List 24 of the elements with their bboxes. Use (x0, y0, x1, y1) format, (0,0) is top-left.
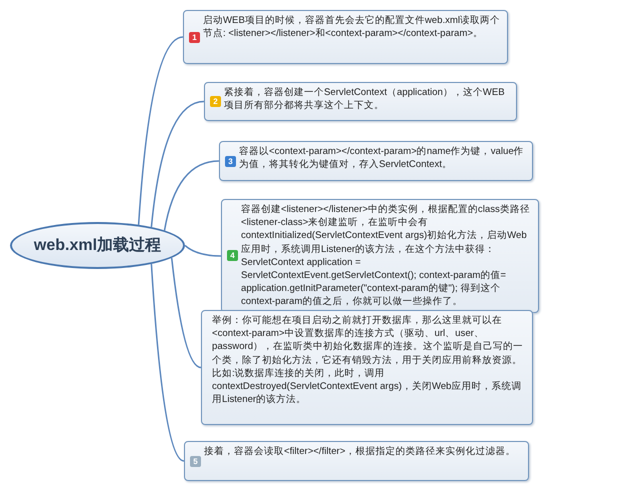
connector-line (164, 160, 220, 231)
note-box (201, 310, 533, 425)
connector-line (150, 100, 204, 228)
note-text: 接着，容器会读取<filter></filter>，根据指定的类路径来实例化过滤器。 (204, 445, 516, 458)
note-box (184, 441, 529, 481)
note-text: 举例：你可能想在项目启动之前就打开数据库，那么这里就可以在<context-param>中设置数据库的连接方式（驱动、url、user、password），在监听类中初始化数据库的连接。这个监听是自己写的一个类，除了初始化方法，它还有销毁方法，用于关闭应用前释放资源。比如:说数据库连接的关闭，此时，调用contextDestroyed(ServletContextEvent args)，关闭Web应用时，系统调用Listener的该方法。 (212, 314, 524, 406)
connector-line (150, 264, 184, 462)
note-box (219, 141, 533, 181)
note-box (221, 199, 539, 313)
note-text: 容器以<context-param></context-param>的name作为键，value作为值，将其转化为键值对，存入ServletContext。 (239, 145, 525, 172)
number-badge: 2 (210, 96, 221, 107)
topic-ellipse: web.xml加载过程 (10, 222, 185, 269)
note-box (183, 10, 508, 64)
note-text: 紧接着，容器创建一个ServletContext（application），这个WEB项目所有部分都将共享这个上下文。 (224, 86, 506, 112)
note-text: 容器创建<listener></listener>中的类实例，根据配置的class类路径<listener-class>来创建监听，在监听中会有contextInitialized(ServletContextEvent args)初始化方法，启动Web应用时，系统调用Listener的该方法，在这个方法中获得：ServletContext application = ServletContextEvent.getServletContext(); context-param的值= application.getInitParameter("context-param的键"); 得到这个context-param的值之后，你就可以做一些操作了。 (241, 203, 531, 309)
connector-line (138, 36, 184, 225)
number-badge: 4 (227, 250, 238, 262)
connector-line (170, 258, 202, 368)
number-badge: 3 (225, 156, 236, 166)
number-badge: 1 (189, 32, 200, 42)
note-box (204, 82, 517, 121)
note-text: 启动WEB项目的时候，容器首先会去它的配置文件web.xml读取两个节点: <listener></listener>和<context-param></context-param>。 (203, 14, 502, 40)
number-badge: 5 (190, 456, 201, 466)
connector-line (184, 244, 222, 257)
